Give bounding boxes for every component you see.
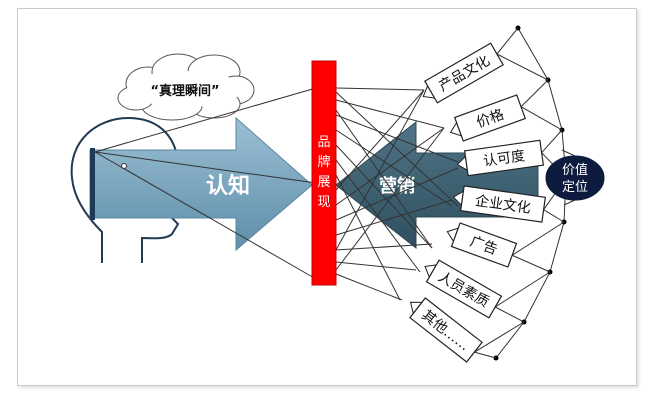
- marketing-arrow: [335, 120, 539, 250]
- fan-line: [335, 89, 425, 251]
- brand-label-char: 牌: [317, 154, 330, 170]
- factor-box-rect: [453, 94, 527, 142]
- fan-line: [335, 273, 403, 301]
- frame-line: [543, 209, 565, 223]
- fan-line: [335, 159, 421, 273]
- fan-line: [335, 174, 401, 301]
- fan-line: [335, 167, 459, 221]
- fan-line: [335, 87, 425, 91]
- brand-label-char: 展: [317, 175, 330, 190]
- fan-line: [335, 109, 433, 249]
- marketing-label: 营销: [379, 175, 415, 197]
- fan-line: [335, 127, 445, 271]
- factor-box: 广告: [446, 222, 518, 268]
- factor-box: 产品文化: [422, 42, 504, 104]
- factor-box: 人员素质: [424, 259, 503, 319]
- fan-line: [335, 199, 453, 236]
- perception-arrow: [89, 116, 313, 252]
- factor-boxes: 产品文化价格认可度企业文化广告人员素质其他……: [409, 27, 567, 363]
- outer-arc-line: [495, 27, 567, 359]
- frame-line: [494, 271, 551, 308]
- eye-bar: [90, 148, 95, 220]
- frame-line: [494, 306, 525, 323]
- factor-box: 价格: [449, 94, 527, 142]
- frame-line: [520, 106, 563, 131]
- fan-line: [335, 91, 459, 207]
- sight-lines: [94, 87, 317, 280]
- fan-line: [335, 89, 425, 191]
- brand-label-char: 现: [317, 195, 330, 210]
- frame-line: [474, 321, 525, 353]
- fan-line: [335, 261, 417, 271]
- value-circle: 价值 定位: [545, 155, 605, 201]
- frame-line: [496, 27, 519, 55]
- factor-box: 企业文化: [452, 185, 547, 223]
- fan-line: [335, 129, 453, 207]
- frame-line: [511, 221, 565, 256]
- factor-box-rect: [450, 222, 518, 268]
- frame-line: [511, 254, 551, 273]
- value-connector: [563, 199, 576, 206]
- factor-box: 认可度: [456, 139, 545, 177]
- brand-label-char: 品: [317, 135, 330, 150]
- frame-line: [474, 351, 497, 359]
- frame-line: [520, 79, 549, 108]
- factor-label: 认可度: [482, 148, 526, 170]
- factor-box-rect: [459, 185, 547, 223]
- fan-lines: [335, 87, 459, 301]
- factor-box-rect: [424, 42, 504, 104]
- fan-line: [335, 144, 433, 249]
- fan-line: [335, 99, 445, 129]
- thought-text: “真理瞬间”: [150, 83, 219, 99]
- factor-box-rect: [425, 259, 503, 319]
- frame-line: [496, 53, 549, 81]
- perception-label: 认知: [206, 173, 250, 199]
- fan-line: [335, 127, 445, 206]
- factor-box-rect: [463, 139, 545, 177]
- fan-line: [335, 243, 433, 251]
- value-connector: [561, 149, 576, 157]
- frame-line: [541, 129, 563, 154]
- factor-box-rect: [409, 297, 483, 363]
- value-label-line1: 价值: [562, 162, 588, 178]
- thought-cloud: “真理瞬间”: [117, 53, 255, 156]
- brand-bar: [311, 60, 337, 286]
- value-label-line2: 定位: [562, 180, 588, 195]
